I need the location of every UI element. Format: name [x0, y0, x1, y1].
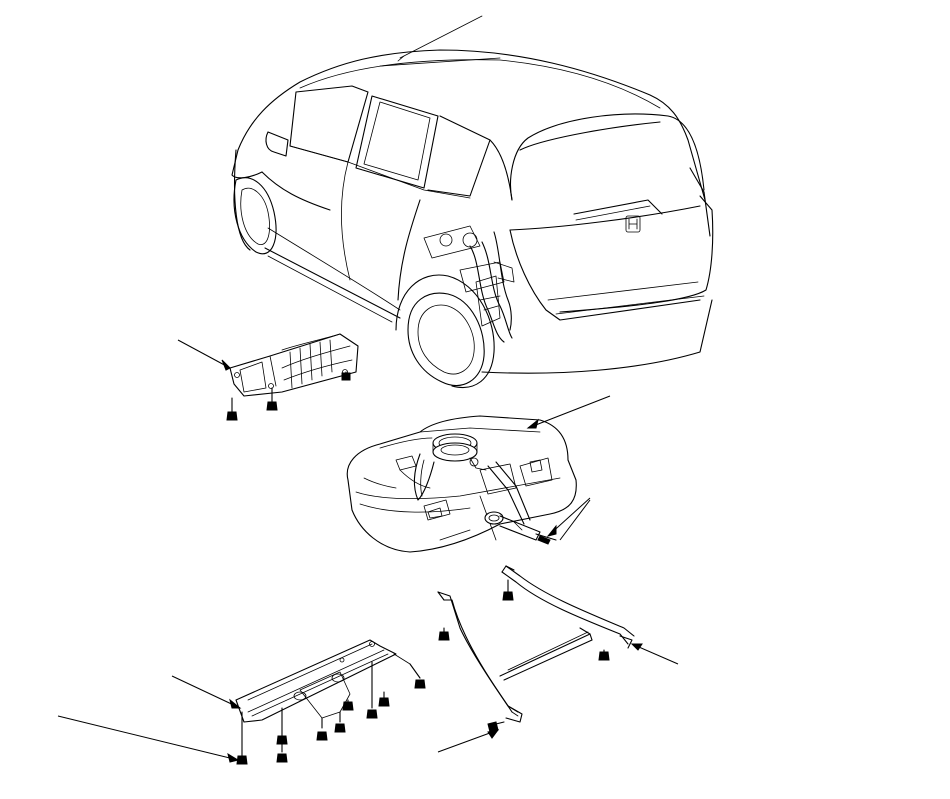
fuel-filler-pipe [459, 231, 515, 343]
leader-lines [57, 339, 679, 763]
fuel-feed-hose-connector [484, 461, 557, 545]
fuel-tank [346, 415, 577, 553]
heat-shield [229, 333, 359, 397]
tank-mounting-strap-right [499, 565, 635, 681]
under-guard-plate [235, 639, 411, 723]
heat-shield-bolts [226, 371, 351, 421]
strap-bolts [438, 579, 610, 733]
tank-mounting-strap-left [437, 591, 523, 723]
fuel-pump-unit [413, 433, 487, 501]
vehicle-body [231, 15, 714, 388]
under-guard-bolts [236, 661, 426, 765]
